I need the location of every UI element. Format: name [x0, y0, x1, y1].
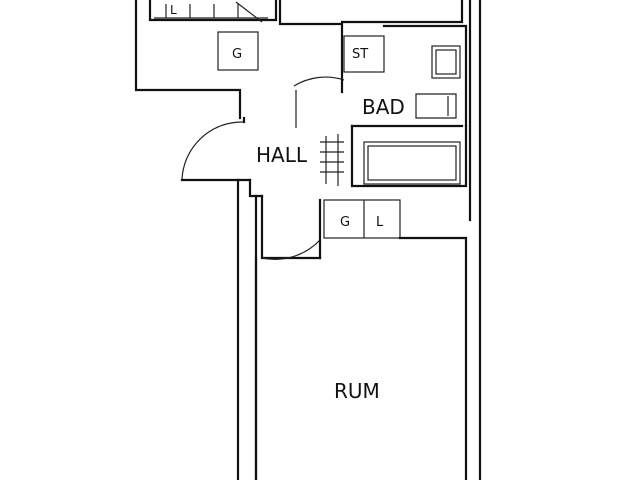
rum-room-label: RUM: [334, 379, 380, 403]
l-label-lower: L: [376, 215, 384, 230]
l-label-top: L: [170, 3, 177, 17]
g-cabinet-upper: G: [217, 31, 259, 71]
hall: HALL: [180, 76, 345, 186]
top-walls: [134, 0, 482, 480]
bathroom: BAD: [350, 24, 468, 188]
main-room: RUM: [236, 178, 468, 480]
st-cabinet: ST: [343, 35, 385, 73]
g-l-cabinets-lower: G L: [323, 199, 401, 239]
g-label-lower: G: [340, 215, 350, 230]
st-label: ST: [352, 47, 368, 62]
bad-room-label: BAD: [362, 95, 405, 119]
stair-fragment: L: [154, 1, 268, 23]
g-label-upper: G: [232, 47, 242, 62]
hall-room-label: HALL: [256, 143, 308, 167]
